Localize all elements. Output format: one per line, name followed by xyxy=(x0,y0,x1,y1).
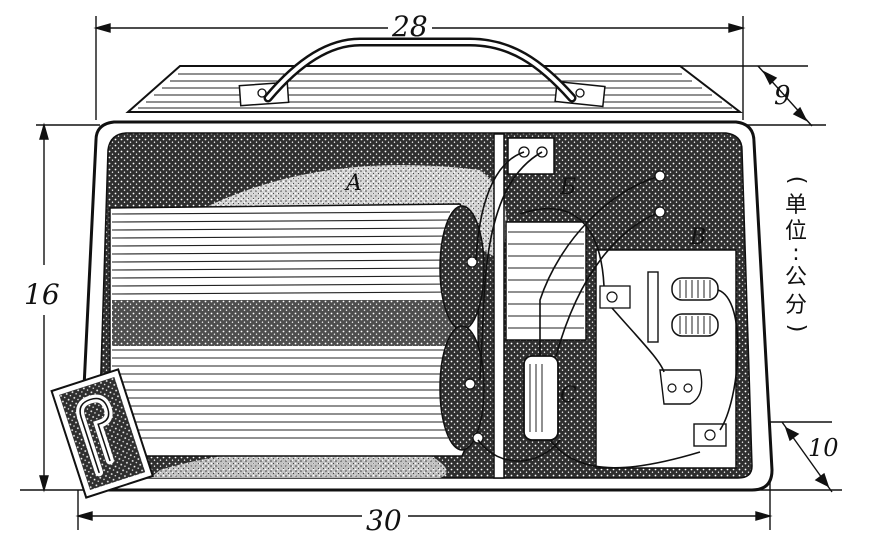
unit-note-char-2: 位 xyxy=(785,219,807,244)
relay-coil-bottom xyxy=(671,313,719,337)
dim-height: 16 xyxy=(24,278,60,311)
unit-note-char-4: 分 xyxy=(785,293,807,318)
box-lid xyxy=(125,37,743,113)
label-part-v: B xyxy=(689,225,706,250)
wiring xyxy=(475,151,739,469)
dim-top-width: 28 xyxy=(391,10,428,43)
unit-note-close: ) xyxy=(784,324,809,333)
wire-terminal-2 xyxy=(654,206,666,218)
component-b-block xyxy=(505,221,587,341)
component-v-relay-panel xyxy=(595,249,737,469)
label-part-a: A xyxy=(344,171,362,196)
unit-note: ( 单 位 : 公 分 ) xyxy=(784,176,809,333)
cylinder-end-cap-bottom xyxy=(439,325,485,451)
partition-board xyxy=(493,133,555,479)
relay-coil-top xyxy=(671,277,719,301)
label-part-b: Б xyxy=(559,175,576,200)
dim-lid-depth: 9 xyxy=(774,81,791,111)
unit-note-char-1: 单 xyxy=(785,193,807,218)
cylinder-end-cap-top xyxy=(439,205,485,331)
component-c-capacitor xyxy=(523,355,559,441)
unit-note-open: ( xyxy=(784,176,809,185)
dim-bottom-width: 30 xyxy=(366,504,402,537)
latch-clip xyxy=(50,368,155,499)
dim-bottom-depth: 10 xyxy=(808,434,839,462)
unit-note-char-3: 公 xyxy=(785,265,807,290)
unit-note-colon: : xyxy=(792,241,799,266)
wire-terminal-1 xyxy=(654,170,666,182)
dimension-lines xyxy=(20,16,842,530)
battery-cylinder-a xyxy=(109,203,485,457)
label-part-c: C xyxy=(560,383,577,408)
